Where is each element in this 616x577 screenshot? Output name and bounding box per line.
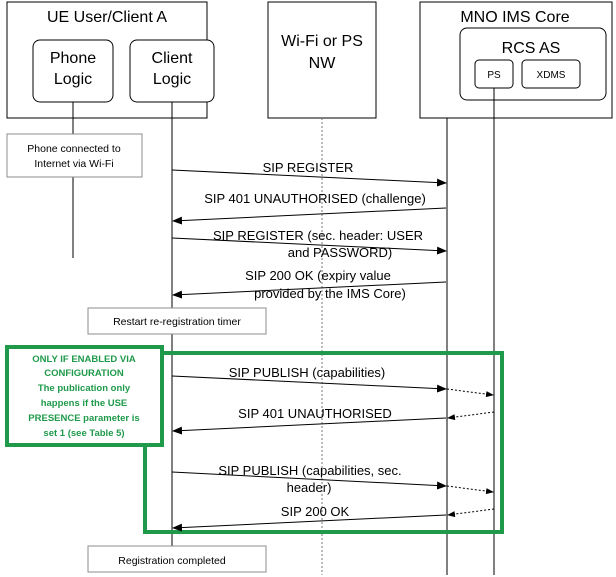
note-phone-connected-line-1: Phone connected to	[27, 143, 121, 155]
condition-line-6: set 1 (see Table 5)	[43, 428, 124, 439]
client-logic-box: Client Logic	[129, 39, 215, 103]
message-sip-401-label: SIP 401 UNAUTHORISED	[238, 406, 392, 421]
condition-line-5: PRESENCE parameter is	[28, 413, 139, 424]
message-sip-register: SIP REGISTER	[171, 160, 447, 187]
message-sip-200-ok-expiry-line-2: provided by the IMS Core)	[254, 286, 406, 301]
client-logic-line-2: Logic	[153, 71, 191, 88]
message-sip-register-sec: SIP REGISTER (sec. header: USER and PASS…	[171, 228, 447, 260]
condition-line-2: CONFIGURATION	[44, 368, 124, 379]
message-sip-publish-label: SIP PUBLISH (capabilities)	[229, 365, 386, 380]
message-sip-200-ok-label: SIP 200 OK	[281, 504, 350, 519]
message-sip-publish-sec-line-2: header)	[287, 480, 332, 495]
client-logic-line-1: Client	[152, 50, 193, 67]
ps-label: PS	[487, 70, 501, 81]
network-title-line-1: Wi-Fi or PS	[281, 33, 363, 50]
phone-logic-box: Phone Logic	[32, 39, 114, 103]
message-sip-register-sec-line-2: and PASSWORD)	[288, 245, 393, 260]
message-sip-publish-sec: SIP PUBLISH (capabilities, sec. header)	[171, 463, 494, 495]
message-sip-401-challenge: SIP 401 UNAUTHORISED (challenge)	[172, 191, 447, 225]
mno-title: MNO IMS Core	[460, 9, 569, 26]
note-phone-connected: Phone connected to Internet via Wi-Fi	[6, 133, 143, 178]
message-sip-401-challenge-label: SIP 401 UNAUTHORISED (challenge)	[204, 191, 426, 206]
xdms-box	[521, 59, 581, 89]
message-sip-200-ok-expiry-line-1: SIP 200 OK (expiry value	[245, 268, 391, 283]
ue-participant: UE User/Client A Phone Logic Client Logi…	[6, 1, 215, 119]
message-sip-register-sec-line-1: SIP REGISTER (sec. header: USER	[213, 228, 423, 243]
phone-logic-line-1: Phone	[50, 50, 96, 67]
message-sip-200-ok: SIP 200 OK	[172, 504, 495, 532]
message-sip-publish-sec-line-1: SIP PUBLISH (capabilities, sec.	[218, 463, 401, 478]
condition-line-4: happens if the USE	[41, 398, 128, 409]
conditional-block-frame	[143, 351, 504, 534]
message-sip-200-ok-expiry: SIP 200 OK (expiry value provided by the…	[172, 268, 447, 301]
ue-title: UE User/Client A	[47, 9, 167, 26]
note-restart-timer: Restart re-registration timer	[87, 307, 267, 335]
condition-line-3: The publication only	[38, 383, 131, 394]
network-title-line-2: NW	[309, 55, 337, 72]
phone-logic-line-2: Logic	[54, 71, 92, 88]
condition-line-1: ONLY IF ENABLED VIA	[32, 354, 136, 365]
note-restart-timer-label: Restart re-registration timer	[113, 316, 241, 328]
mno-participant: MNO IMS Core RCS AS PS XDMS	[419, 1, 613, 119]
note-registration-completed-label: Registration completed	[118, 555, 226, 567]
condition-note: ONLY IF ENABLED VIA CONFIGURATION The pu…	[5, 345, 164, 447]
rcs-as-label: RCS AS	[502, 40, 561, 57]
message-sip-401: SIP 401 UNAUTHORISED	[172, 406, 495, 435]
xdms-label: XDMS	[537, 70, 566, 81]
message-sip-register-label: SIP REGISTER	[263, 160, 354, 175]
note-phone-connected-line-2: Internet via Wi-Fi	[34, 158, 113, 170]
message-sip-publish: SIP PUBLISH (capabilities)	[171, 365, 494, 398]
note-registration-completed: Registration completed	[87, 545, 267, 573]
network-participant: Wi-Fi or PS NW	[267, 1, 377, 119]
